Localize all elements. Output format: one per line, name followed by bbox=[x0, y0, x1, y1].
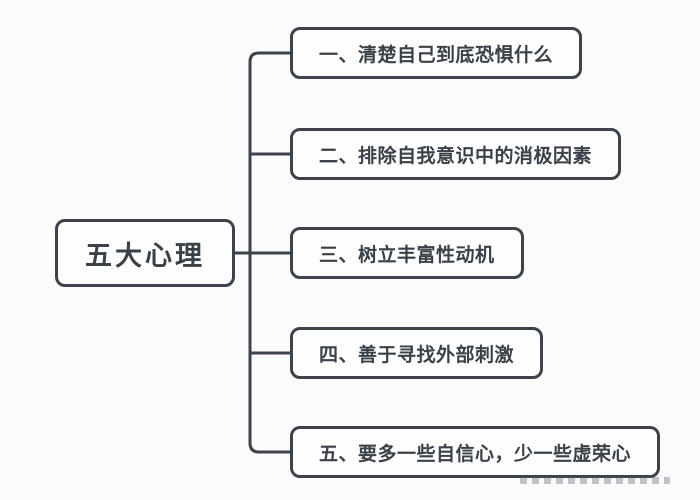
branch-node-label: 二、排除自我意识中的消极因素 bbox=[319, 145, 593, 167]
branch-node-label: 三、树立丰富性动机 bbox=[319, 244, 495, 266]
branch-node-label: 五、要多一些自信心，少一些虚荣心 bbox=[319, 443, 632, 465]
branch-node-1: 一、清楚自己到底恐惧什么 bbox=[290, 27, 583, 79]
watermark-smudge bbox=[520, 477, 670, 484]
branch-node-5: 五、要多一些自信心，少一些虚荣心 bbox=[290, 426, 661, 478]
branch-node-2: 二、排除自我意识中的消极因素 bbox=[290, 128, 622, 180]
branch-node-3: 三、树立丰富性动机 bbox=[290, 227, 524, 279]
branch-node-label: 四、善于寻找外部刺激 bbox=[319, 344, 515, 366]
branch-node-label: 一、清楚自己到底恐惧什么 bbox=[319, 44, 554, 66]
branch-node-4: 四、善于寻找外部刺激 bbox=[290, 327, 544, 379]
root-node: 五大心理 bbox=[55, 219, 235, 287]
root-node-label: 五大心理 bbox=[85, 240, 205, 271]
